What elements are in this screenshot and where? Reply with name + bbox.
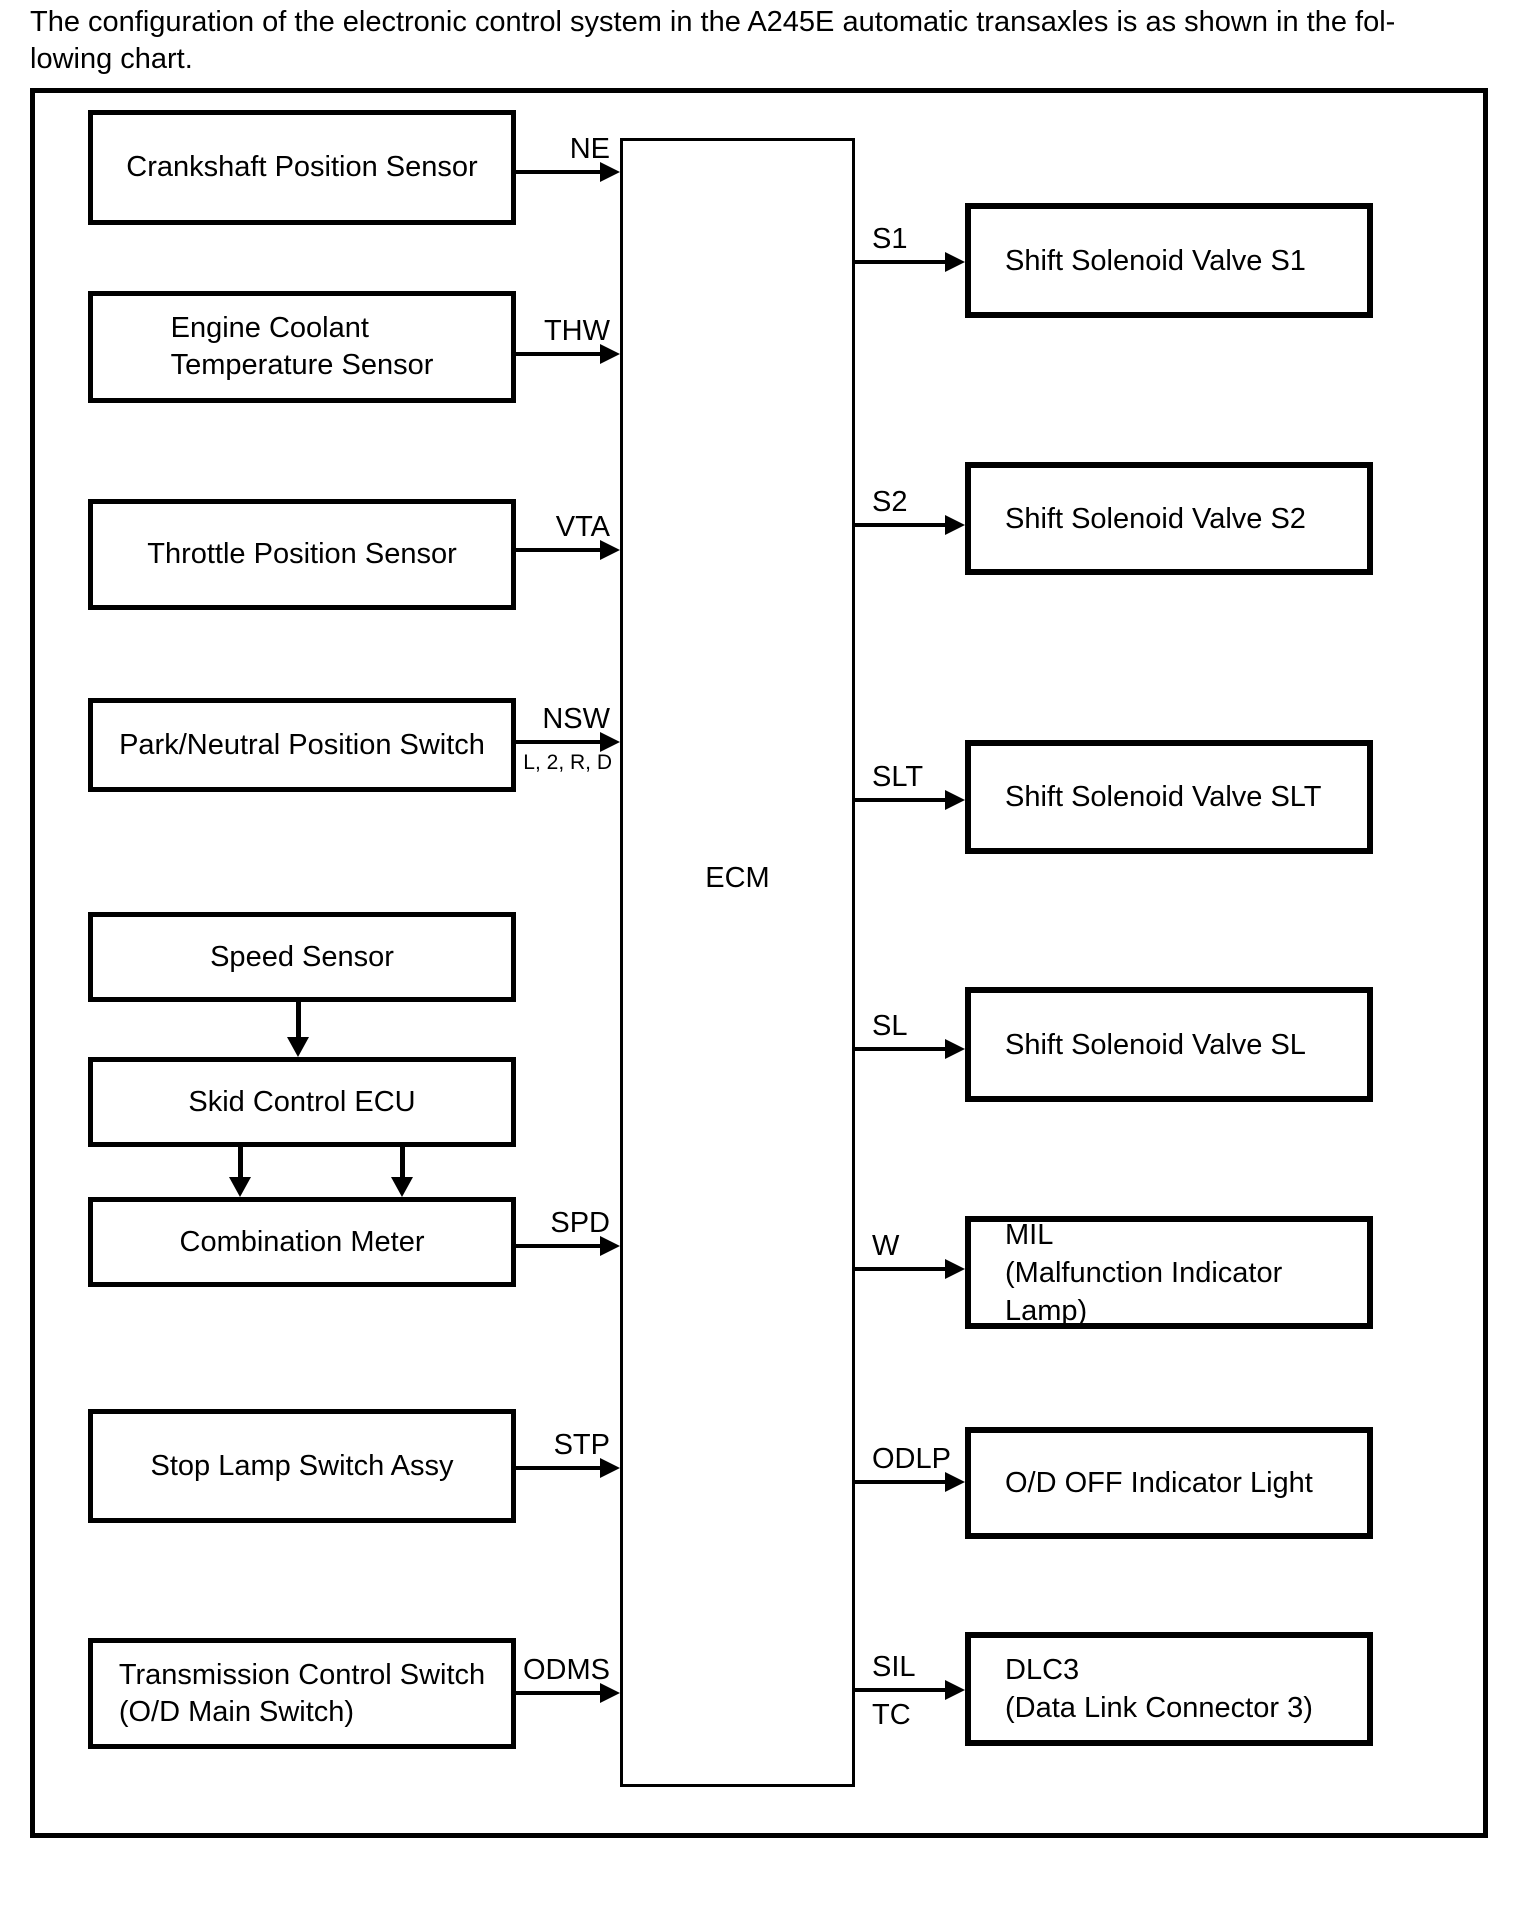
arrow-sl-head	[945, 1039, 965, 1059]
signal-label-slt: SLT	[872, 761, 924, 793]
caption-line-2: lowing chart.	[30, 43, 193, 75]
box-crankshaft-position-sensor: Crankshaft Position Sensor	[88, 110, 516, 225]
arrow-speed-to-skid-line	[296, 1002, 301, 1038]
box-combination-meter: Combination Meter	[88, 1197, 516, 1287]
box-label: Skid Control ECU	[188, 1085, 416, 1118]
arrow-odms-head	[600, 1683, 620, 1703]
arrow-vta-line	[516, 548, 602, 552]
box-label: Shift Solenoid Valve SLT	[1005, 781, 1322, 813]
arrow-odlp-head	[945, 1472, 965, 1492]
arrow-sil-tc-head	[945, 1680, 965, 1700]
box-label: Throttle Position Sensor	[147, 538, 457, 570]
signal-label-odms: ODMS	[523, 1654, 610, 1686]
box-od-off-indicator-light: O/D OFF Indicator Light	[965, 1427, 1373, 1539]
box-shift-solenoid-valve-s1: Shift Solenoid Valve S1	[965, 203, 1373, 318]
arrow-odlp-line	[855, 1480, 945, 1484]
box-label: Shift Solenoid Valve SL	[1005, 1028, 1306, 1061]
signal-label-s1: S1	[872, 223, 908, 255]
box-label: Combination Meter	[179, 1225, 425, 1258]
signal-label-sil: SIL	[872, 1651, 916, 1683]
signal-label-sl: SL	[872, 1010, 908, 1042]
box-label-line: (O/D Main Switch)	[118, 1695, 355, 1728]
box-shift-solenoid-valve-slt: Shift Solenoid Valve SLT	[965, 740, 1373, 854]
arrow-skid-to-meter-right-head	[391, 1177, 413, 1197]
box-throttle-position-sensor: Throttle Position Sensor	[88, 499, 516, 610]
box-label: Shift Solenoid Valve S1	[1005, 244, 1306, 277]
box-dlc3: DLC3 (Data Link Connector 3)	[965, 1632, 1373, 1746]
caption-line-1: The configuration of the electronic cont…	[30, 6, 1396, 38]
box-label: Park/Neutral Position Switch	[119, 728, 485, 761]
box-label-line: Transmission Control Switch	[118, 1658, 486, 1691]
arrow-stp-head	[600, 1458, 620, 1478]
arrow-s2-line	[855, 523, 945, 527]
box-engine-coolant-temperature-sensor: Engine Coolant Temperature Sensor	[88, 291, 516, 403]
box-label-line: (Data Link Connector 3)	[1005, 1692, 1313, 1724]
arrow-slt-line	[855, 798, 945, 802]
box-label-line: Engine Coolant	[170, 312, 369, 344]
signal-label-vta: VTA	[555, 511, 610, 543]
arrow-vta-head	[600, 540, 620, 560]
signal-label-ne: NE	[569, 133, 610, 165]
arrow-skid-to-meter-left-line	[238, 1147, 243, 1178]
arrow-s1-line	[855, 260, 945, 264]
box-stop-lamp-switch-assy: Stop Lamp Switch Assy	[88, 1409, 516, 1523]
box-label-line: MIL	[1005, 1218, 1054, 1251]
arrow-stp-line	[516, 1466, 602, 1470]
signal-label-w: W	[872, 1230, 900, 1262]
box-skid-control-ecu: Skid Control ECU	[88, 1057, 516, 1147]
arrow-thw-line	[516, 352, 602, 356]
box-shift-solenoid-valve-s2: Shift Solenoid Valve S2	[965, 462, 1373, 575]
arrow-skid-to-meter-right-line	[400, 1147, 405, 1178]
arrow-skid-to-meter-left-head	[229, 1177, 251, 1197]
arrow-sil-tc-line	[855, 1688, 945, 1692]
signal-label-thw: THW	[543, 315, 610, 347]
arrow-s1-head	[945, 252, 965, 272]
signal-label-s2: S2	[872, 486, 908, 518]
box-label-line: DLC3	[1005, 1654, 1080, 1686]
arrow-s2-head	[945, 515, 965, 535]
box-label: Stop Lamp Switch Assy	[150, 1449, 454, 1482]
arrow-odms-line	[516, 1691, 602, 1695]
arrow-thw-head	[600, 344, 620, 364]
signal-label-nsw-positions: L, 2, R, D	[523, 751, 612, 774]
box-speed-sensor: Speed Sensor	[88, 912, 516, 1002]
arrow-sl-line	[855, 1047, 945, 1051]
arrow-nsw-head	[600, 732, 620, 752]
arrow-spd-line	[516, 1244, 602, 1248]
box-label: Crankshaft Position Sensor	[126, 151, 478, 183]
arrow-nsw-line	[516, 740, 602, 744]
box-shift-solenoid-valve-sl: Shift Solenoid Valve SL	[965, 987, 1373, 1102]
arrow-speed-to-skid-head	[287, 1037, 309, 1057]
box-park-neutral-position-switch: Park/Neutral Position Switch	[88, 698, 516, 792]
box-mil: MIL (Malfunction Indicator Lamp)	[965, 1216, 1373, 1329]
arrow-spd-head	[600, 1236, 620, 1256]
box-label-line: Temperature Sensor	[170, 349, 434, 381]
box-label: Speed Sensor	[210, 940, 394, 973]
signal-label-spd: SPD	[550, 1207, 610, 1239]
signal-label-stp: STP	[553, 1429, 610, 1461]
ecm-label: ECM	[705, 862, 770, 894]
box-label: Shift Solenoid Valve S2	[1005, 502, 1306, 535]
signal-label-odlp: ODLP	[872, 1443, 951, 1475]
box-label-line: (Malfunction Indicator Lamp)	[1005, 1256, 1283, 1327]
arrow-ne-line	[516, 170, 602, 174]
signal-label-nsw: NSW	[542, 703, 610, 735]
arrow-slt-head	[945, 790, 965, 810]
arrow-w-head	[945, 1259, 965, 1279]
arrow-w-line	[855, 1267, 945, 1271]
signal-label-tc: TC	[872, 1699, 911, 1731]
box-label: O/D OFF Indicator Light	[1005, 1467, 1313, 1499]
box-ecm	[620, 138, 855, 1787]
arrow-ne-head	[600, 162, 620, 182]
box-transmission-control-switch: Transmission Control Switch (O/D Main Sw…	[88, 1638, 516, 1749]
